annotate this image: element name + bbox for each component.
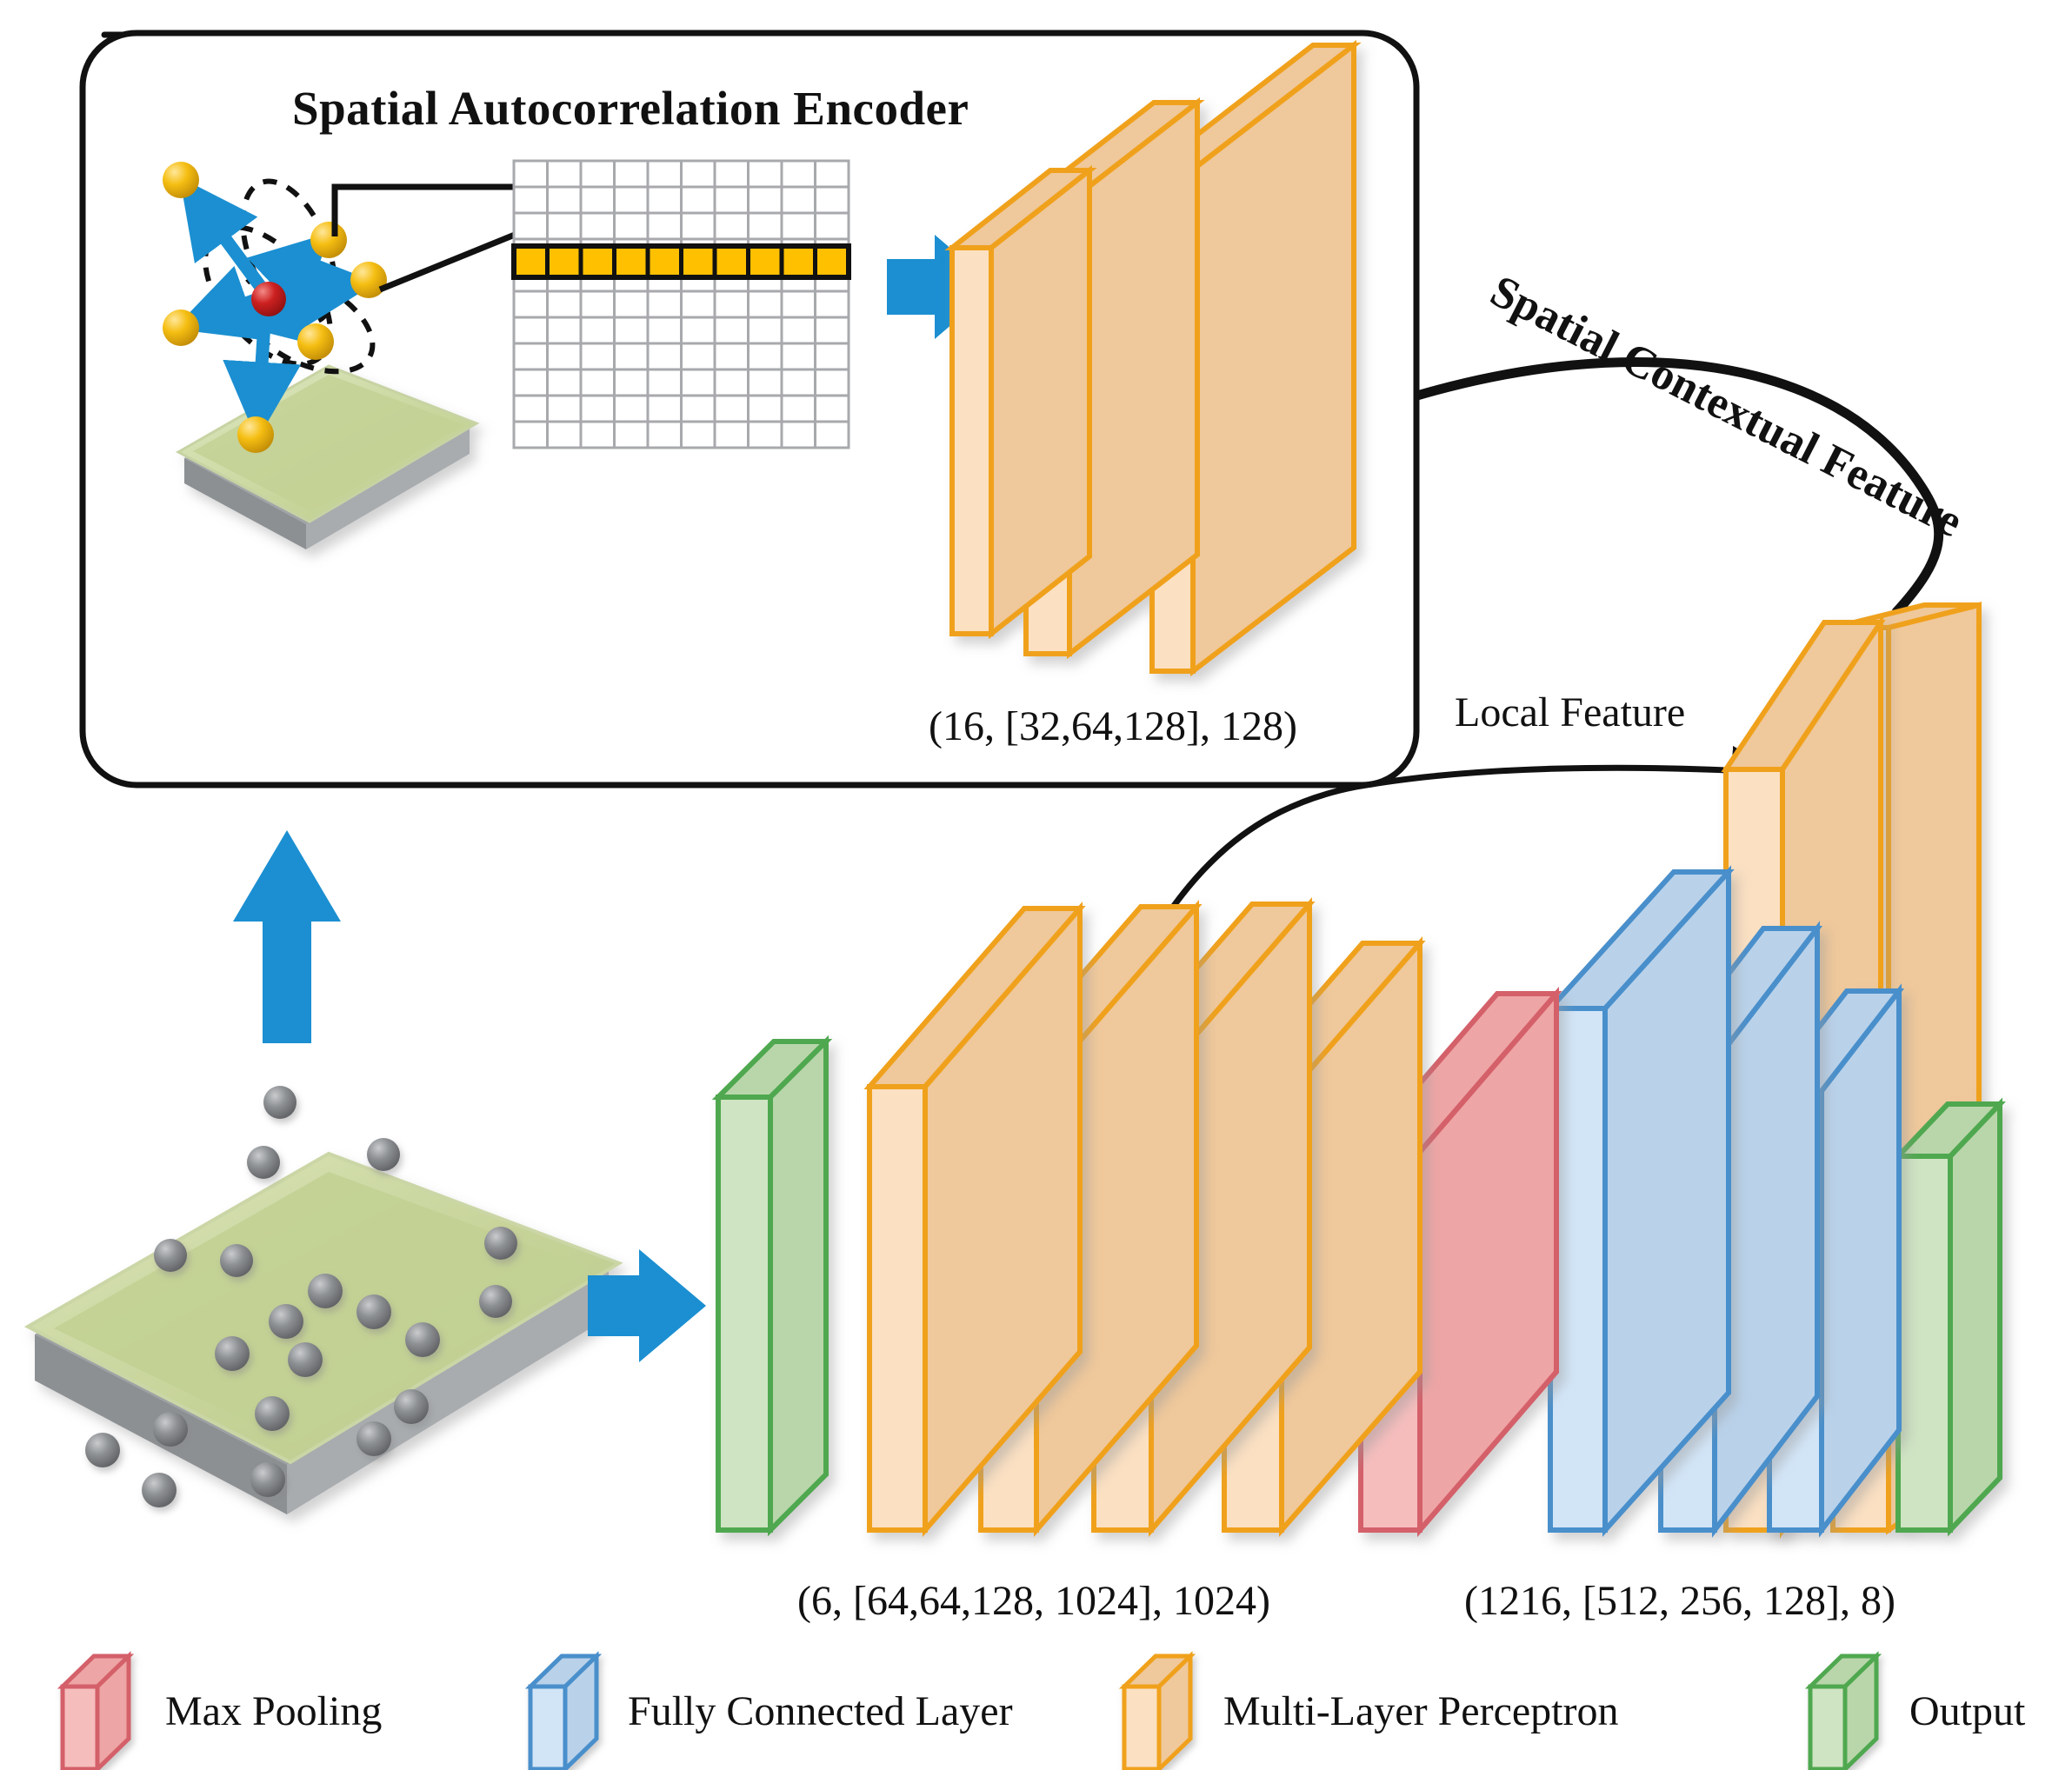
cloud-points bbox=[85, 1086, 517, 1507]
legend-cube-output bbox=[1804, 1651, 1882, 1770]
main-network-caption-left: (6, [64,64,128, 1024], 1024) bbox=[797, 1578, 1270, 1624]
encoder-caption: (16, [32,64,128], 128) bbox=[929, 703, 1297, 749]
input-point-cloud bbox=[23, 1086, 623, 1514]
main-network-caption-right: (1216, [512, 256, 128], 8) bbox=[1464, 1578, 1895, 1624]
matrix-highlight-row bbox=[511, 243, 851, 280]
legend-label-fully-connected-layer: Fully Connected Layer bbox=[628, 1688, 1013, 1734]
autocorrelation-arrows bbox=[173, 176, 377, 441]
input-slab bbox=[711, 1035, 833, 1537]
encoder-title: Spatial Autocorrelation Encoder bbox=[292, 82, 969, 135]
legend-cube-multi-layer-perceptron bbox=[1118, 1651, 1196, 1770]
output-slab bbox=[1892, 1097, 2006, 1537]
legend-label-multi-layer-perceptron: Multi-Layer Perceptron bbox=[1223, 1688, 1619, 1734]
legend-label-output: Output bbox=[1909, 1688, 2026, 1734]
legend-cube-fully-connected bbox=[524, 1651, 603, 1770]
blue-arrow-to-encoder bbox=[887, 235, 996, 339]
encoder-mlp-slabs bbox=[944, 39, 1362, 677]
mlp-64-a bbox=[863, 901, 1086, 1538]
blue-arrow-to-network bbox=[588, 1249, 706, 1362]
local-feature-label: Local Feature bbox=[1455, 689, 1686, 735]
autocorrelation-matrix bbox=[511, 159, 851, 449]
center-point bbox=[251, 282, 286, 316]
blue-arrow-up bbox=[233, 830, 341, 1043]
legend-cube-max-pooling bbox=[57, 1651, 135, 1770]
encoder-mlp-32 bbox=[944, 164, 1097, 640]
legend-label-max-pooling: Max Pooling bbox=[165, 1688, 383, 1734]
local-feature-arrow bbox=[1124, 745, 1781, 982]
encoder-sample-plane bbox=[175, 364, 480, 549]
